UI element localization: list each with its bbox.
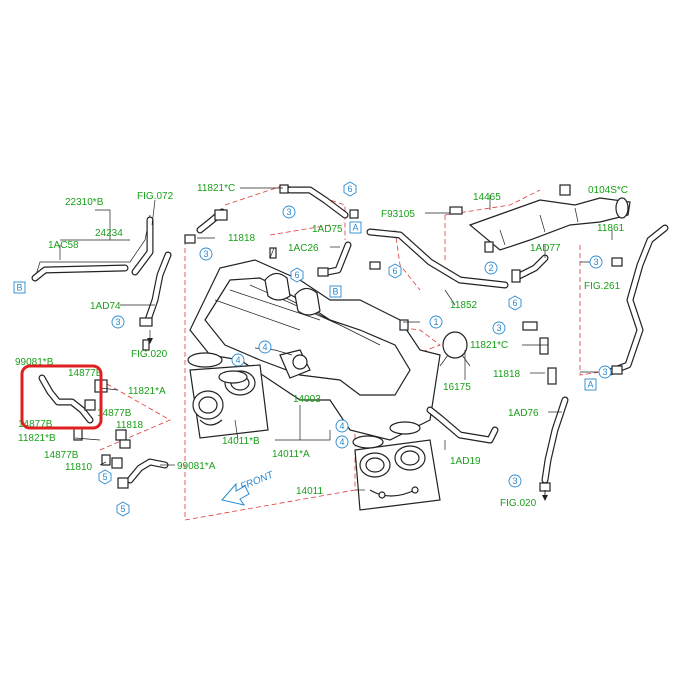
callout-4: 4 [262,342,267,352]
ref-box-b-center: B [332,287,338,297]
gaskets [187,352,421,449]
label-16175: 16175 [443,382,471,393]
label-11852: 11852 [450,300,478,311]
label-11821A: 11821*A [128,386,166,397]
callout-6: 6 [392,266,397,276]
label-fig072: FIG.072 [137,191,174,202]
callout-6: 6 [512,298,517,308]
label-14877B-c: 14877B [18,419,53,430]
callouts: 3 3 3 3 3 3 3 1 2 4 4 4 4 6 6 6 6 5 5 B … [13,181,612,517]
callout-6: 6 [347,184,352,194]
label-11821C-top: 11821*C [197,183,235,194]
label-1AD77: 1AD77 [530,243,561,254]
ref-arrows [147,330,548,501]
callout-6: 6 [294,270,299,280]
label-14465: 14465 [473,192,501,203]
callout-3: 3 [286,207,291,217]
callout-4: 4 [235,355,240,365]
ref-box-a-right: A [587,380,593,390]
label-0104SC: 0104S*C [588,185,628,196]
hoses [31,186,669,484]
ref-box-b-left: B [16,283,22,293]
label-fig261: FIG.261 [584,281,621,292]
manifold-block-14011 [354,439,441,511]
label-22310B: 22310*B [65,197,104,208]
gasket-ring-16175 [439,331,471,367]
label-14011B: 14011*B [222,436,260,447]
callout-2: 2 [488,263,493,273]
label-1AD19: 1AD19 [450,456,481,467]
callout-3: 3 [512,476,517,486]
label-f93105: F93105 [381,209,415,220]
label-14877B-d: 14877B [44,450,79,461]
callout-4: 4 [339,437,344,447]
label-99081B: 99081*B [15,357,54,368]
label-fig020-right: FIG.020 [500,498,537,509]
callout-3: 3 [115,317,120,327]
label-14877B-b: 14877B [97,408,132,419]
label-1AC26: 1AC26 [288,243,319,254]
label-11818-right: 11818 [493,369,521,380]
label-1AD75: 1AD75 [312,224,343,235]
label-14877B-a: 14877B [68,368,103,379]
label-11861: 11861 [597,223,625,234]
callout-3: 3 [203,249,208,259]
leader-lines [59,187,613,495]
front-arrow [221,482,250,506]
callout-3: 3 [602,367,607,377]
label-14011A: 14011*A [272,449,310,460]
callout-5: 5 [102,472,107,482]
label-11821C-right: 11821*C [470,340,508,351]
label-11821B: 11821*B [18,433,56,444]
label-1AD74: 1AD74 [90,301,121,312]
manifold-block-14011B [189,364,269,439]
part-labels: 22310*B 24234 1AC58 FIG.072 11821*C 1181… [15,183,628,509]
label-fig020-left: FIG.020 [131,349,168,360]
intake-manifold [189,259,441,441]
label-11818-left: 11818 [116,420,144,431]
callout-4: 4 [339,421,344,431]
label-1AC58: 1AC58 [48,240,79,251]
label-99081A: 99081*A [177,461,216,472]
callout-5: 5 [120,504,125,514]
highlight-box [20,364,103,430]
label-14011: 14011 [296,486,324,497]
callout-3: 3 [593,257,598,267]
label-11810: 11810 [65,462,93,473]
label-14003: 14003 [293,394,321,405]
fittings [73,184,623,492]
label-11818-top: 11818 [228,233,256,244]
callout-3: 3 [496,323,501,333]
label-1AD76: 1AD76 [508,408,539,419]
ref-box-a-top: A [352,223,358,233]
label-24234: 24234 [95,228,123,239]
callout-1: 1 [433,317,438,327]
